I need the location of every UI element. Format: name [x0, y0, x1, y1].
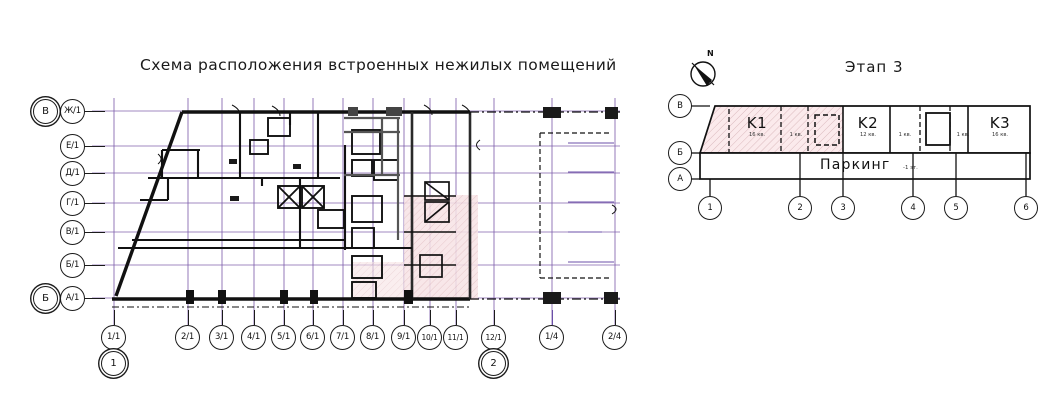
axis-tick	[551, 310, 553, 325]
axis-bubble-b-outer: Б	[33, 286, 58, 311]
axis-bubble-10-1: 10/1	[417, 325, 442, 350]
stage-axis-bubble-b: Б	[668, 141, 692, 165]
axis-tick	[372, 310, 374, 325]
block-sub-k3: 16 кв.	[991, 132, 1009, 138]
axis-bubble-zh1: Ж/1	[60, 99, 85, 124]
stage-axis-bubble-3: 3	[831, 196, 855, 220]
block-sub-k1b: 1 кв.	[789, 132, 803, 138]
axis-bubble-a1: А/1	[60, 286, 85, 311]
axis-bubble-9-1: 9/1	[391, 325, 416, 350]
axis-bubble-g1: Г/1	[60, 191, 85, 216]
stage-axis-bubble-a: А	[668, 167, 692, 191]
axis-tick	[187, 310, 189, 325]
axis-bubble-2-1: 2/1	[175, 325, 200, 350]
axis-tick	[342, 310, 344, 325]
axis-bubble-e1: Е/1	[60, 134, 85, 159]
axis-tick	[221, 310, 223, 325]
axis-bubble-3-1: 3/1	[209, 325, 234, 350]
axis-bubble-v-outer: В	[33, 99, 58, 124]
compass-north-label: N	[707, 49, 714, 58]
stage-title: Этап 3	[845, 58, 904, 76]
axis-tick	[85, 146, 105, 148]
block-sub-mid2: 1 кв.	[956, 132, 970, 138]
axis-tick	[403, 310, 405, 325]
stage-axis-bubble-6: 6	[1014, 196, 1038, 220]
stage-axis-bubble-4: 4	[901, 196, 925, 220]
stage-axis-bubble-2: 2	[788, 196, 812, 220]
axis-tick	[85, 298, 105, 300]
axis-bubble-5-1: 5/1	[271, 325, 296, 350]
axis-bubble-1-4: 1/4	[539, 325, 564, 350]
axis-tick	[493, 310, 495, 325]
block-sub-mid1: 1 кв.	[898, 132, 912, 138]
page-title: Схема расположения встроенных нежилых по…	[140, 56, 617, 74]
axis-bubble-2-4: 2/4	[602, 325, 627, 350]
stage-axis-bubble-5: 5	[944, 196, 968, 220]
axis-tick	[253, 310, 255, 325]
block-sub-k1: 16 кв.	[748, 132, 766, 138]
axis-tick	[283, 310, 285, 325]
axis-tick	[614, 310, 616, 325]
stage-axis-bubble-1: 1	[698, 196, 722, 220]
axis-bubble-1-1: 1/1	[101, 325, 126, 350]
axis-tick	[85, 173, 105, 175]
parking-label: Паркинг	[820, 157, 891, 173]
axis-bubble-v1: В/1	[60, 220, 85, 245]
axis-tick	[113, 310, 115, 325]
axis-bubble-4-1: 4/1	[241, 325, 266, 350]
axis-bubble-12-1: 12/1	[481, 325, 506, 350]
axis-tick	[85, 203, 105, 205]
axis-bubble-7-1: 7/1	[330, 325, 355, 350]
axis-tick	[85, 265, 105, 267]
axis-bubble-d1: Д/1	[60, 161, 85, 186]
stage-axis-bubble-v: В	[668, 94, 692, 118]
axis-tick	[455, 310, 457, 325]
axis-bubble-b1: Б/1	[60, 253, 85, 278]
axis-tick	[312, 310, 314, 325]
block-label-k3: K3	[989, 114, 1011, 132]
section-marker-1: 1	[101, 351, 126, 376]
axis-bubble-11-1: 11/1	[443, 325, 468, 350]
axis-bubble-6-1: 6/1	[300, 325, 325, 350]
axis-tick	[85, 232, 105, 234]
block-label-k2: K2	[857, 114, 879, 132]
block-sub-k2: 12 кв.	[859, 132, 877, 138]
block-label-k1: K1	[746, 114, 768, 132]
section-marker-2: 2	[481, 351, 506, 376]
axis-tick	[85, 111, 105, 113]
axis-bubble-8-1: 8/1	[360, 325, 385, 350]
parking-sub-label: -1 эт.	[903, 165, 918, 171]
axis-tick	[429, 310, 431, 325]
